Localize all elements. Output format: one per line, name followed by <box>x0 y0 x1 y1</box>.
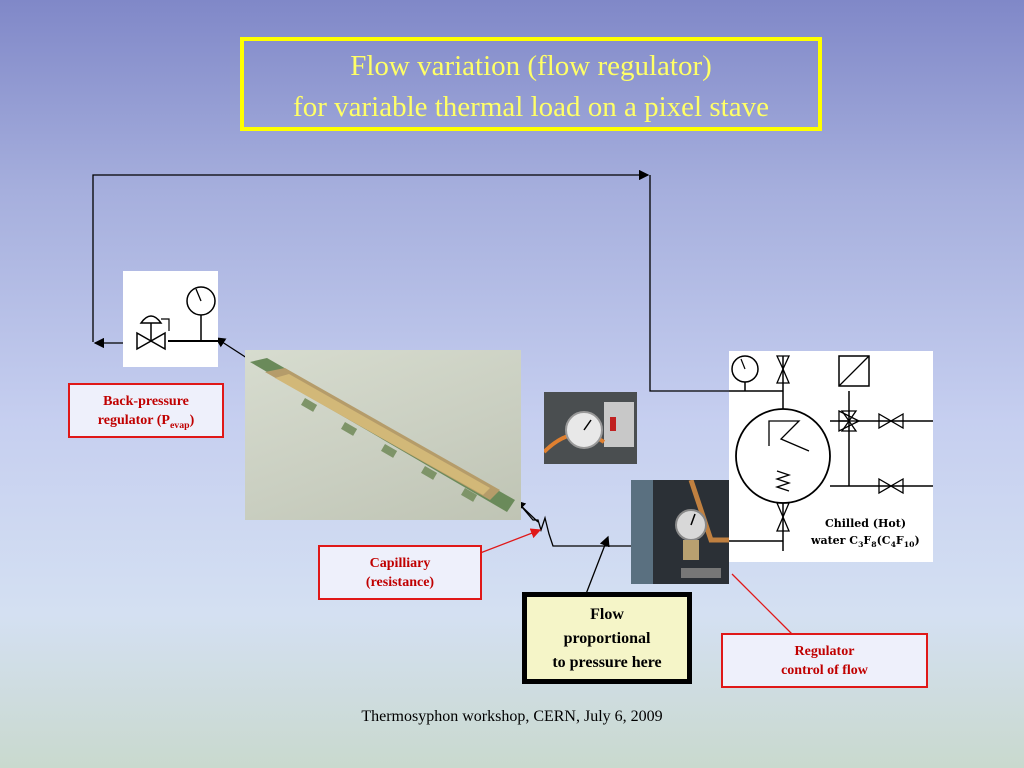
capillary-callout: Capilliary (resistance) <box>318 545 482 600</box>
chiller-schematic: Chilled (Hot) water C3F8(C4F10) <box>729 351 933 562</box>
bp-text: ) <box>189 413 195 428</box>
chiller-text: (C <box>876 534 891 547</box>
back-pressure-schematic <box>123 271 218 367</box>
bp-sub: evap <box>169 419 190 431</box>
bp-leader <box>218 370 222 383</box>
chiller-text: F <box>863 534 872 547</box>
flow-callout: Flow proportional to pressure here <box>522 592 692 684</box>
chiller-label-line1: Chilled (Hot) <box>825 517 907 530</box>
regulator-photo <box>631 480 729 584</box>
stave-to-bp-arrow <box>214 337 251 361</box>
chiller-text: F <box>895 534 904 547</box>
bp-line2: regulator (Pevap) <box>70 411 222 435</box>
regulator-leader <box>731 573 793 635</box>
return-pipe-top <box>92 169 650 342</box>
chiller-sub: 4 <box>890 540 896 550</box>
flow-line3: to pressure here <box>552 654 662 671</box>
return-pipe-right <box>649 175 729 392</box>
cap-line2: (resistance) <box>365 575 435 590</box>
regulator-callout: Regulator control of flow <box>721 633 928 688</box>
chiller-label-line2: water C3F8(C4F10) <box>811 534 920 549</box>
flow-arrow <box>585 535 610 595</box>
chiller-sub: 3 <box>858 540 864 550</box>
capillary-pipe <box>515 499 632 547</box>
slide-title: Flow variation (flow regulator) for vari… <box>240 37 822 131</box>
reg-line1: Regulator <box>794 644 855 659</box>
bp-line1: Back-pressure <box>103 394 189 409</box>
chiller-sub: 10 <box>903 540 915 550</box>
chiller-sub: 8 <box>871 540 877 550</box>
gauge-photo-small <box>544 392 637 464</box>
pixel-stave-photo <box>245 350 521 520</box>
title-line-2: for variable thermal load on a pixel sta… <box>293 91 769 123</box>
cap-line1: Capilliary <box>369 556 431 571</box>
chiller-text: ) <box>914 534 920 547</box>
flow-line2: proportional <box>563 630 651 647</box>
reg-line2: control of flow <box>781 663 868 678</box>
footer-text: Thermosyphon workshop, CERN, July 6, 200… <box>361 708 663 725</box>
flow-line1: Flow <box>590 606 624 623</box>
back-pressure-callout: Back-pressure regulator (Pevap) <box>68 383 224 438</box>
chiller-text: water C <box>811 534 859 547</box>
bp-text: regulator (P <box>97 413 170 428</box>
title-line-1: Flow variation (flow regulator) <box>350 50 712 82</box>
